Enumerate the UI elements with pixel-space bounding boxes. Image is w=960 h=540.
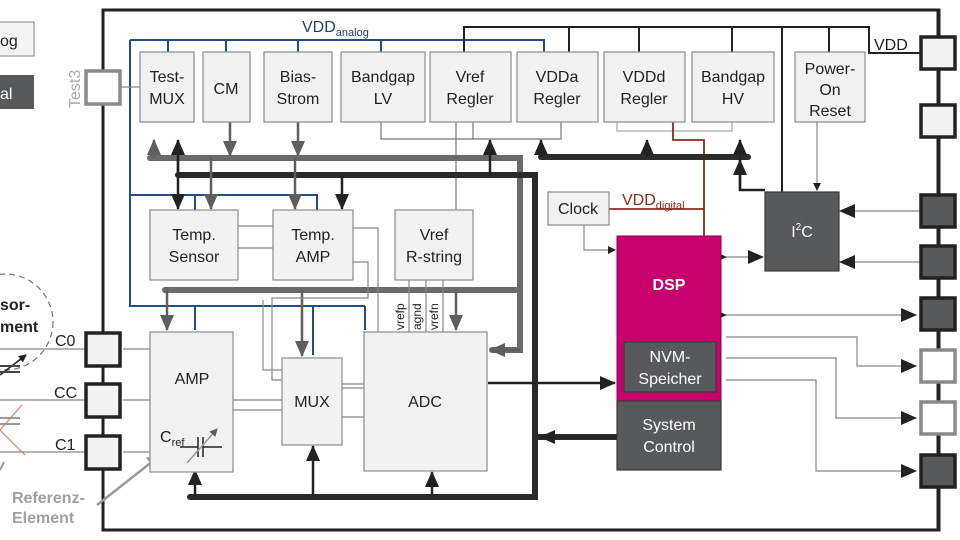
svg-text:sor-: sor- (0, 297, 30, 314)
block-i2c: I2C (764, 191, 840, 272)
svg-text:AMP: AMP (296, 249, 331, 266)
c0-label: C0 (55, 333, 76, 350)
pin-cc (84, 382, 122, 419)
pin-io-3 (919, 400, 957, 436)
svg-text:I2C: I2C (791, 222, 813, 241)
block-mux: MUX (281, 357, 343, 446)
svg-text:Bandgap: Bandgap (351, 69, 415, 86)
svg-text:MUX: MUX (149, 91, 185, 108)
block-temp-sensor: Temp. Sensor (149, 209, 239, 281)
left-pins: Test3 C0 CC C1 (54, 69, 122, 471)
legend-digital-swatch (0, 75, 34, 109)
cref-label: Cref (160, 429, 185, 449)
pin-vdd (919, 35, 957, 71)
vdd-pin-label: VDD (874, 37, 908, 54)
pin-io-2 (919, 348, 957, 384)
svg-text:R-string: R-string (406, 249, 462, 266)
c1-label: C1 (55, 437, 76, 454)
svg-text:Vref: Vref (456, 69, 485, 86)
svg-text:NVM-: NVM- (650, 349, 691, 366)
block-nvm-speicher: NVM- Speicher (623, 341, 717, 393)
svg-text:VDDa: VDDa (536, 69, 579, 86)
vdd-digital-label: VDDdigital (622, 192, 685, 212)
pin-2 (919, 103, 957, 139)
block-adc: ADC (363, 331, 488, 472)
svg-text:HV: HV (722, 91, 745, 108)
svg-text:ADC: ADC (408, 394, 442, 411)
vrefp-label: vrefp (393, 303, 407, 330)
svg-text:Strom: Strom (277, 91, 320, 108)
sensor-element: sor- ment (0, 273, 54, 456)
legend: og al (0, 21, 35, 109)
cc-label: CC (54, 385, 77, 402)
svg-text:Speicher: Speicher (638, 371, 702, 388)
svg-text:LV: LV (374, 91, 393, 108)
legend-digital-label: al (0, 86, 12, 103)
svg-text:MUX: MUX (294, 394, 330, 411)
svg-text:Power-: Power- (805, 61, 856, 78)
block-temp-amp: Temp. AMP (272, 209, 354, 281)
svg-text:System: System (642, 417, 695, 434)
svg-text:Test-: Test- (150, 69, 185, 86)
pin-i2c-2 (919, 244, 957, 280)
block-amp: AMP Cref (149, 331, 234, 473)
svg-text:AMP: AMP (175, 371, 210, 388)
svg-text:Control: Control (643, 439, 695, 456)
pin-io-1 (919, 296, 957, 332)
right-pins (919, 10, 957, 530)
svg-text:Bias-: Bias- (280, 69, 316, 86)
pin-test3 (84, 69, 122, 106)
block-bias-strom: Bias- Strom (263, 51, 333, 123)
agnd-label: agnd (410, 303, 424, 330)
svg-text:Regler: Regler (446, 91, 494, 108)
pin-c0 (84, 331, 122, 368)
svg-text:Regler: Regler (620, 91, 668, 108)
cref-capacitor-icon (180, 437, 222, 457)
svg-text:Clock: Clock (558, 201, 599, 218)
svg-text:VDDd: VDDd (623, 69, 666, 86)
vrefn-label: vrefn (427, 303, 441, 330)
svg-text:Regler: Regler (533, 91, 581, 108)
legend-analog-label: og (0, 33, 18, 50)
pin-i2c-1 (919, 193, 957, 229)
svg-text:Bandgap: Bandgap (701, 69, 765, 86)
vdd-supply-net (463, 26, 920, 192)
svg-text:Referenz-: Referenz- (12, 490, 85, 507)
svg-text:Element: Element (12, 510, 75, 527)
svg-text:Temp.: Temp. (291, 227, 335, 244)
pin-io-4 (919, 453, 957, 489)
svg-text:Temp.: Temp. (172, 227, 216, 244)
block-test-mux: Test- MUX (139, 51, 195, 123)
vdd-analog-label: VDDanalog (302, 19, 369, 39)
svg-text:Reset: Reset (809, 103, 851, 120)
block-cm: CM (202, 51, 251, 123)
svg-text:Sensor: Sensor (169, 249, 220, 266)
svg-text:DSP: DSP (653, 277, 686, 294)
vdd-analog-net (129, 39, 545, 355)
vdd-digital-net (609, 122, 705, 236)
svg-text:CM: CM (214, 81, 239, 98)
legend-analog-swatch (0, 21, 35, 57)
test3-label: Test3 (67, 70, 84, 108)
reference-element-label: Referenz- Element (0, 453, 163, 527)
pin-c1 (84, 434, 122, 471)
block-clock: Clock (547, 191, 610, 226)
svg-text:Vref: Vref (420, 227, 449, 244)
svg-text:ment: ment (0, 319, 39, 336)
svg-text:On: On (819, 82, 840, 99)
